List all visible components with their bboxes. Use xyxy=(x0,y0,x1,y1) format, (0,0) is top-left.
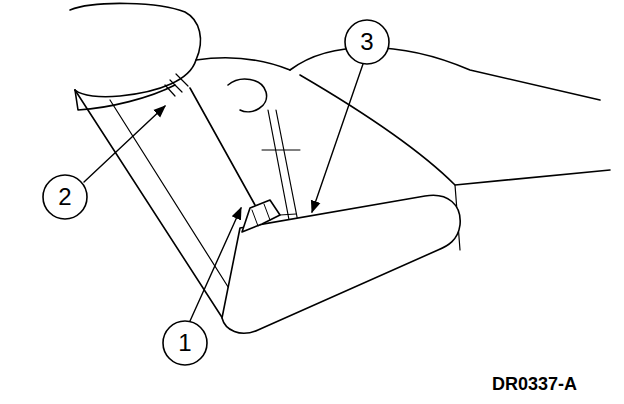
callout-number: 2 xyxy=(58,185,71,209)
callout-number: 1 xyxy=(178,331,191,355)
figure-id: DR0337-A xyxy=(492,375,577,393)
callout-number: 3 xyxy=(360,30,373,54)
